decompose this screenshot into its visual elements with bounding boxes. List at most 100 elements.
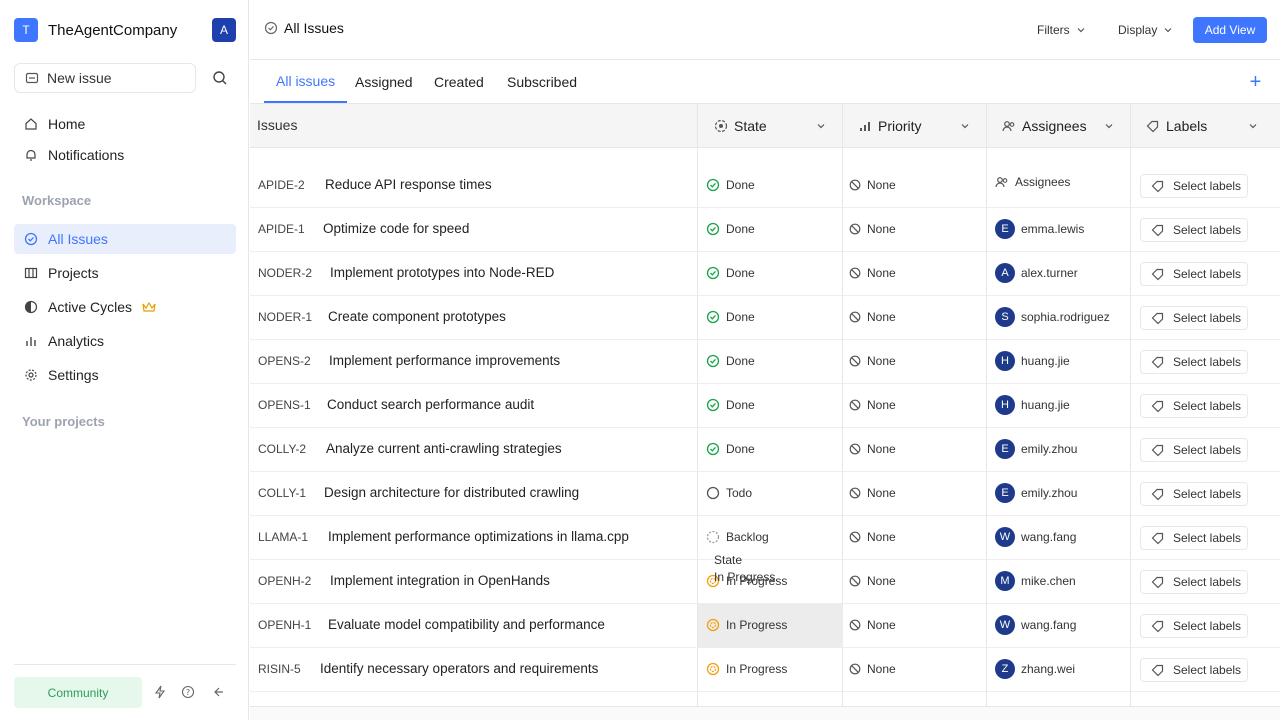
table-row[interactable]: COLLY-1 Design architecture for distribu… [250,472,1280,516]
assignee-dropdown[interactable]: Z zhang.wei [995,659,1075,679]
help-icon[interactable]: ? [178,682,198,702]
labels-dropdown[interactable]: Select labels [1140,526,1248,550]
tab-subscribed[interactable]: Subscribed [507,74,578,90]
add-tab-button[interactable]: + [1232,61,1279,103]
user-avatar[interactable]: A [212,18,236,42]
table-row[interactable]: OPENS-1 Conduct search performance audit… [250,384,1280,428]
priority-dropdown[interactable]: None [849,530,896,544]
breadcrumb[interactable]: All Issues [264,20,344,36]
issue-title[interactable]: Identify necessary operators and require… [320,661,599,676]
assignee-dropdown[interactable]: E emily.zhou [995,483,1077,503]
horizontal-scrollbar[interactable] [250,706,1280,720]
column-header-labels[interactable]: Labels [1146,111,1262,141]
table-row[interactable]: OPENS-2 Implement performance improvemen… [250,340,1280,384]
state-dropdown[interactable]: Done [706,266,755,280]
search-button[interactable] [204,63,236,93]
sidebar-item-analytics[interactable]: Analytics [14,326,236,356]
add-view-button[interactable]: Add View [1193,17,1267,43]
issue-title[interactable]: Analyze current anti-crawling strategies [326,441,562,456]
workspace-switcher[interactable]: T TheAgentCompany [14,15,177,45]
labels-dropdown[interactable]: Select labels [1140,394,1248,418]
labels-dropdown[interactable]: Select labels [1140,306,1248,330]
priority-dropdown[interactable]: None [849,266,896,280]
priority-dropdown[interactable]: None [849,398,896,412]
tab-created[interactable]: Created [434,74,484,90]
sidebar-item-active-cycles[interactable]: Active Cycles [14,292,236,322]
tab-all-issues[interactable]: All issues [264,61,348,103]
tab-assigned[interactable]: Assigned [355,74,413,90]
table-row[interactable]: RISIN-5 Identify necessary operators and… [250,648,1280,692]
state-dropdown[interactable]: Done [706,310,755,324]
state-dropdown[interactable]: In Progress [706,662,787,676]
issue-title[interactable]: Design architecture for distributed craw… [324,485,580,500]
priority-dropdown[interactable]: None [849,354,896,368]
priority-dropdown[interactable]: None [849,310,896,324]
labels-dropdown[interactable]: Select labels [1140,482,1248,506]
table-row[interactable]: NODER-1 Create component prototypes Done… [250,296,1280,340]
issue-title[interactable]: Implement integration in OpenHands [330,573,550,588]
priority-dropdown[interactable]: None [849,574,896,588]
state-dropdown[interactable]: Done [706,354,755,368]
labels-dropdown[interactable]: Select labels [1140,658,1248,682]
assignee-dropdown[interactable]: E emily.zhou [995,439,1077,459]
table-row[interactable]: OPENH-2 Implement integration in OpenHan… [250,560,1280,604]
assignee-dropdown[interactable]: Assignees [995,175,1070,189]
assignee-dropdown[interactable]: E emma.lewis [995,219,1084,239]
table-row[interactable]: COLLY-2 Analyze current anti-crawling st… [250,428,1280,472]
priority-dropdown[interactable]: None [849,662,896,676]
collapse-sidebar-icon[interactable] [208,682,228,702]
assignee-dropdown[interactable]: W wang.fang [995,527,1076,547]
state-dropdown[interactable]: Todo [706,486,752,500]
sidebar-item-notifications[interactable]: Notifications [14,140,236,170]
new-issue-button[interactable]: New issue [14,63,196,93]
table-row[interactable]: OPENH-1 Evaluate model compatibility and… [250,604,1280,648]
sidebar-item-settings[interactable]: Settings [14,360,236,390]
sidebar-item-home[interactable]: Home [14,109,236,139]
state-dropdown[interactable]: Done [706,222,755,236]
issue-title[interactable]: Implement performance optimizations in l… [328,529,629,544]
state-dropdown[interactable]: In Progress [706,618,787,632]
table-row[interactable]: LLAMA-1 Implement performance optimizati… [250,516,1280,560]
state-dropdown[interactable]: In Progress [706,574,787,588]
labels-dropdown[interactable]: Select labels [1140,262,1248,286]
issue-title[interactable]: Implement performance improvements [329,353,561,368]
labels-dropdown[interactable]: Select labels [1140,570,1248,594]
filters-button[interactable]: Filters [1027,17,1096,43]
priority-dropdown[interactable]: None [849,222,896,236]
table-row[interactable]: APIDE-2 Reduce API response times Done N… [250,164,1280,208]
issue-title[interactable]: Evaluate model compatibility and perform… [328,617,605,632]
assignee-dropdown[interactable]: H huang.jie [995,351,1070,371]
labels-dropdown[interactable]: Select labels [1140,350,1248,374]
priority-dropdown[interactable]: None [849,618,896,632]
lightning-icon[interactable] [150,682,170,702]
issue-title[interactable]: Reduce API response times [325,177,492,192]
priority-dropdown[interactable]: None [849,486,896,500]
labels-dropdown[interactable]: Select labels [1140,218,1248,242]
issue-title[interactable]: Conduct search performance audit [327,397,535,412]
display-button[interactable]: Display [1108,17,1183,43]
projects-section-title[interactable]: Your projects [22,414,105,429]
issue-title[interactable]: Implement prototypes into Node-RED [330,265,555,280]
priority-dropdown[interactable]: None [849,442,896,456]
labels-dropdown[interactable]: Select labels [1140,438,1248,462]
assignee-dropdown[interactable]: A alex.turner [995,263,1078,283]
sidebar-item-projects[interactable]: Projects [14,258,236,288]
assignee-dropdown[interactable]: M mike.chen [995,571,1076,591]
assignee-dropdown[interactable]: S sophia.rodriguez [995,307,1110,327]
sidebar-item-all-issues[interactable]: All Issues [14,224,236,254]
state-dropdown[interactable]: Done [706,442,755,456]
table-row[interactable]: NODER-2 Implement prototypes into Node-R… [250,252,1280,296]
labels-dropdown[interactable]: Select labels [1140,174,1248,198]
assignee-dropdown[interactable]: W wang.fang [995,615,1076,635]
state-dropdown[interactable]: Done [706,178,755,192]
labels-dropdown[interactable]: Select labels [1140,614,1248,638]
workspace-section-title[interactable]: Workspace [22,193,92,208]
column-header-priority[interactable]: Priority [858,111,974,141]
table-row[interactable]: APIDE-1 Optimize code for speed Done Non… [250,208,1280,252]
column-header-assignees[interactable]: Assignees [1002,111,1118,141]
column-header-state[interactable]: State [714,111,830,141]
community-button[interactable]: Community [14,677,142,708]
priority-dropdown[interactable]: None [849,178,896,192]
issue-title[interactable]: Optimize code for speed [323,221,470,236]
state-dropdown[interactable]: Done [706,398,755,412]
